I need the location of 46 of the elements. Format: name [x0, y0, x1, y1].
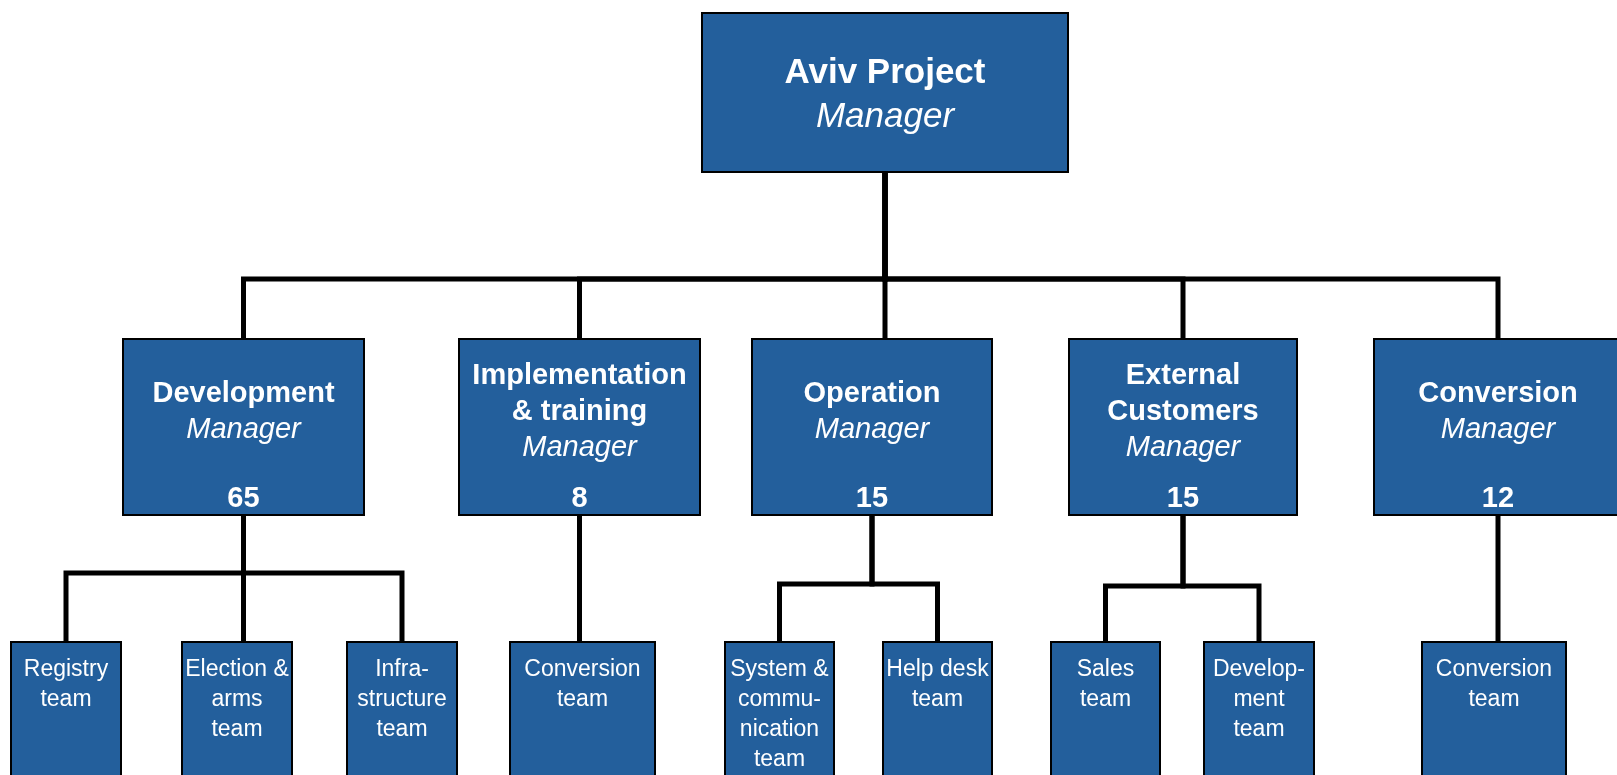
- staff-count: 15: [854, 480, 890, 514]
- team-name: Registry team: [22, 654, 110, 713]
- role-label: Manager: [815, 93, 955, 136]
- connector-line: [577, 516, 582, 641]
- team-box: [1203, 641, 1315, 775]
- team-box: [181, 641, 293, 775]
- manager-box: [701, 12, 1069, 173]
- unit-title: Aviv Project: [784, 49, 986, 92]
- manager-box: [122, 338, 365, 516]
- team-box: [1050, 641, 1161, 775]
- team-name: Help desk team: [885, 654, 990, 713]
- staff-count: 65: [226, 480, 261, 514]
- team-box: [346, 641, 458, 775]
- unit-title: External Customers: [1106, 357, 1260, 428]
- connector-line: [869, 516, 940, 641]
- connector-line: [1495, 516, 1501, 641]
- team-box: [509, 641, 656, 775]
- manager-box: [458, 338, 701, 516]
- team-box: [10, 641, 122, 775]
- staff-count: 12: [1480, 480, 1516, 514]
- connector-line: [1180, 516, 1262, 641]
- team-name: Conversion team: [1434, 654, 1554, 713]
- unit-title: Operation: [803, 375, 941, 410]
- manager-box: [751, 338, 993, 516]
- connector-line: [882, 173, 1501, 338]
- manager-box: [1373, 338, 1617, 516]
- team-name: Infra-structure team: [356, 654, 448, 743]
- unit-title: Implementation & training: [471, 357, 688, 428]
- role-label: Manager: [1440, 411, 1556, 446]
- manager-box: [1068, 338, 1298, 516]
- team-name: Sales team: [1075, 654, 1136, 713]
- staff-count: 8: [570, 480, 589, 514]
- role-label: Manager: [814, 411, 930, 446]
- team-box: [882, 641, 993, 775]
- unit-title: Development: [152, 375, 335, 410]
- team-box: [1421, 641, 1567, 775]
- staff-count: 15: [1165, 480, 1201, 514]
- role-label: Manager: [186, 411, 301, 446]
- unit-title: Conversion: [1418, 375, 1578, 410]
- role-label: Manager: [1125, 429, 1241, 464]
- team-name: Develop-ment team: [1211, 654, 1306, 743]
- role-label: Manager: [522, 429, 637, 464]
- team-box: [724, 641, 835, 775]
- team-name: Election & arms team: [184, 654, 290, 743]
- team-name: System & commu-nication team: [729, 654, 830, 773]
- team-name: Conversion team: [523, 654, 642, 713]
